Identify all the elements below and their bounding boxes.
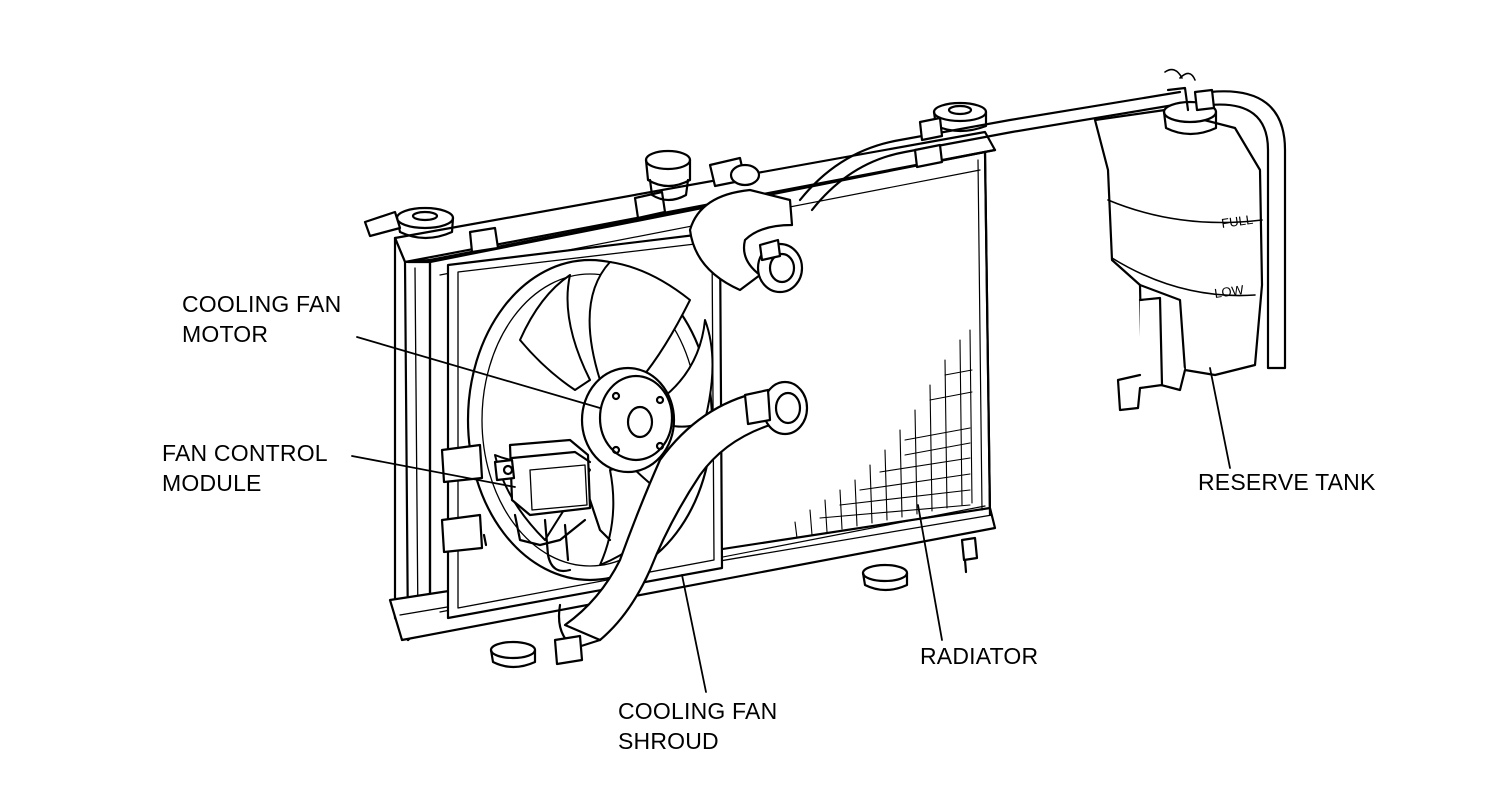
label-reserve-tank: RESERVE TANK xyxy=(1198,469,1376,495)
radiator-bottom-mounts xyxy=(489,536,979,669)
leader-lines xyxy=(351,336,1231,693)
label-radiator: RADIATOR xyxy=(920,643,1039,669)
radiator-cap xyxy=(644,149,692,202)
leader-radiator xyxy=(917,504,943,641)
label-cooling-fan-motor-line2: MOTOR xyxy=(182,321,269,347)
overflow-hose xyxy=(798,90,1182,212)
label-fan-control-module: FAN CONTROL MODULE xyxy=(162,438,328,498)
upper-radiator-hose xyxy=(688,156,804,294)
cooling-fan-motor-illustration xyxy=(580,366,676,474)
leader-cooling-fan-shroud xyxy=(681,574,707,693)
leader-cooling-fan-motor xyxy=(356,336,601,409)
reserve-tank-illustration: FULL LOW xyxy=(1093,68,1287,412)
label-cooling-fan-motor: COOLING FAN MOTOR xyxy=(182,289,341,349)
tank-low-mark: LOW xyxy=(1213,282,1245,301)
label-cooling-fan-shroud-line1: COOLING FAN xyxy=(618,698,778,724)
label-cooling-fan-shroud-line2: SHROUD xyxy=(618,728,719,754)
label-fan-control-module-line2: MODULE xyxy=(162,470,262,496)
leader-fan-control-module xyxy=(351,455,516,488)
label-cooling-fan-motor-line1: COOLING FAN xyxy=(182,291,342,317)
label-fan-control-module-line1: FAN CONTROL xyxy=(162,440,328,466)
tank-full-mark: FULL xyxy=(1220,212,1254,231)
radiator-fins xyxy=(794,329,973,539)
fan-control-module-illustration xyxy=(493,438,612,573)
lower-radiator-hose xyxy=(553,380,809,666)
leader-reserve-tank xyxy=(1209,367,1231,469)
label-cooling-fan-shroud: COOLING FAN SHROUD xyxy=(618,696,777,756)
